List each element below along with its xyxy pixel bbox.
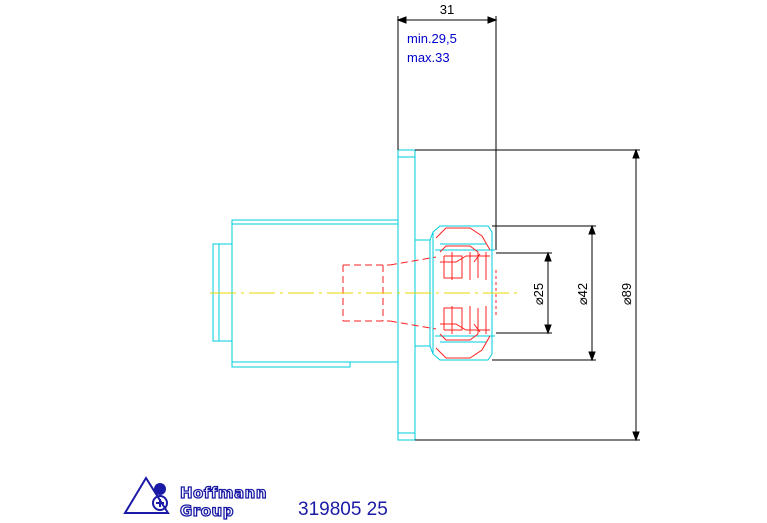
hoffmann-group-logo: Hoffmann Group: [123, 476, 267, 521]
logo-line2: Group: [180, 502, 234, 520]
max-note: max.33: [407, 50, 450, 65]
dim-dia25-label: ⌀25: [531, 283, 546, 305]
min-note: min.29,5: [407, 31, 457, 46]
dim-width-label: 31: [440, 2, 454, 17]
logo-line1: Hoffmann: [180, 484, 267, 502]
part-number: 319805 25: [298, 499, 388, 520]
tool-body-outline: [212, 149, 495, 441]
dim-dia89-label: ⌀89: [619, 283, 634, 305]
logo-figure-icon: [123, 476, 170, 514]
dimension-lines: [396, 16, 640, 442]
dim-dia42-label: ⌀42: [575, 283, 590, 305]
